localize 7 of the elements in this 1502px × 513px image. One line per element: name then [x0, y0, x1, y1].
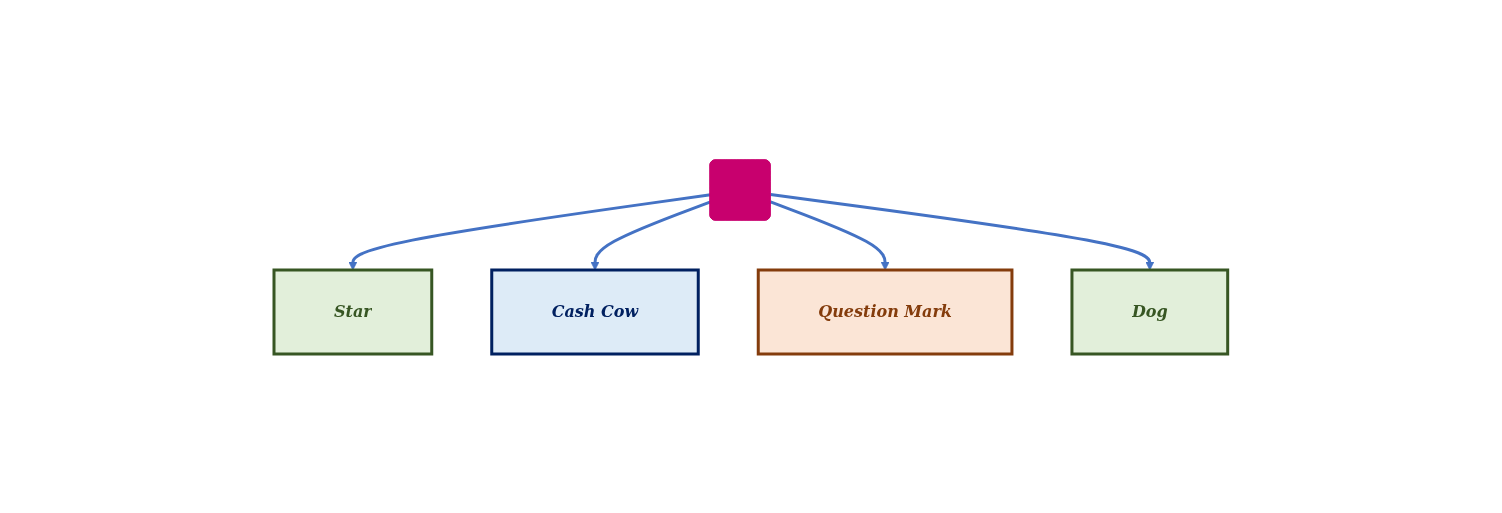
- node-box: Question Mark: [756, 268, 1014, 355]
- arrow: [770, 199, 890, 270]
- node-box: Dog: [1070, 268, 1230, 355]
- arrow: [770, 192, 1155, 270]
- arrow: [590, 199, 712, 270]
- arrow: [348, 192, 711, 270]
- node-box: Cash Cow: [490, 268, 700, 355]
